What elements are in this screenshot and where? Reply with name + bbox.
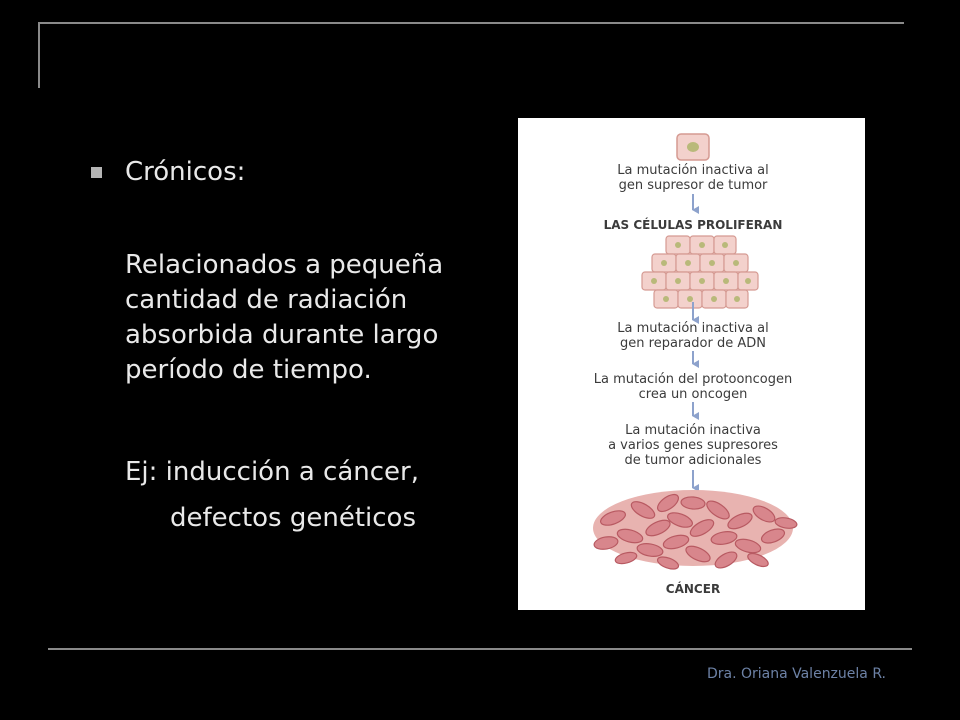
step4-line1: La mutación inactiva — [625, 423, 761, 438]
single-cell-icon — [676, 133, 710, 161]
left-divider — [38, 22, 40, 88]
cancer-progression-figure: La mutación inactiva al gen supresor de … — [518, 118, 865, 610]
proliferating-cells-icon — [641, 235, 759, 309]
step1-line2: gen supresor de tumor — [619, 178, 768, 193]
step2-line1: La mutación inactiva al — [617, 321, 768, 336]
step4-line3: de tumor adicionales — [625, 453, 762, 468]
bullet-heading: Crónicos: — [125, 157, 246, 187]
stage-proliferate-label: LAS CÉLULAS PROLIFERAN — [604, 217, 783, 232]
cell-nuclei — [651, 242, 751, 302]
step2-line2: gen reparador de ADN — [620, 336, 766, 351]
step1-line1: La mutación inactiva al — [617, 163, 768, 178]
top-divider — [40, 22, 904, 24]
footer-author: Dra. Oriana Valenzuela R. — [706, 666, 886, 682]
cancer-mass-icon — [593, 490, 798, 570]
bottom-divider — [48, 648, 912, 650]
step3-line2: crea un oncogen — [639, 387, 748, 402]
step4-line2: a varios genes supresores — [608, 438, 778, 453]
stage-cancer-label: CÁNCER — [666, 581, 720, 596]
description-paragraph: Relacionados a pequeña cantidad de radia… — [125, 250, 444, 385]
bullet-square-icon — [91, 167, 102, 178]
example-line-1: Ej: inducción a cáncer, — [125, 457, 419, 487]
progression-diagram: La mutación inactiva al gen supresor de … — [593, 133, 798, 596]
example-line-2: defectos genéticos — [170, 503, 416, 533]
step3-line1: La mutación del protooncogen — [594, 372, 793, 387]
